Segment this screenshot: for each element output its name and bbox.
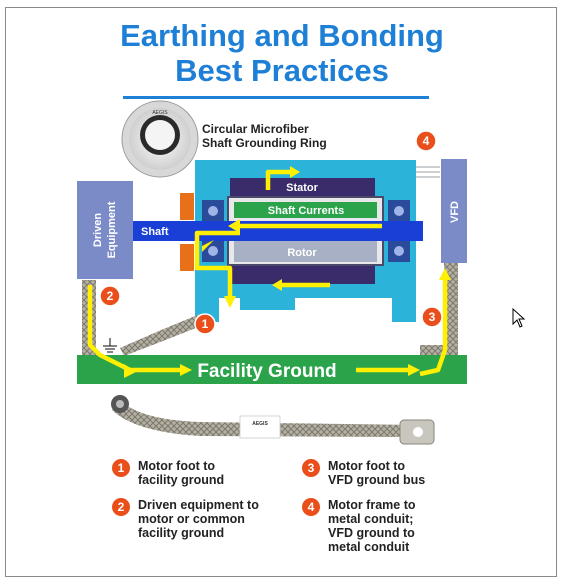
title-line-1: Earthing and Bonding [120,18,444,53]
stator-label: Stator [286,182,319,194]
driven-label-line-1: Driven [92,213,104,248]
legend-item-4: 4 Motor frame to metal conduit; VFD grou… [302,498,416,554]
badge-4: 4 [415,130,437,152]
vfd-box [441,159,467,263]
title-line-2: Best Practices [175,53,389,88]
legend-text-4: Motor frame to metal conduit; VFD ground… [328,498,416,554]
ring-brand-text: AEGIS [152,110,168,116]
shaft-label: Shaft [141,226,169,238]
bonding-strap-image: AEGIS [111,395,435,445]
arrowheads [124,166,451,378]
ring-label-line-1: Circular Microfiber [202,122,309,136]
shaft-currents-band [234,202,377,218]
legend-text-1: Motor foot to facility ground [138,459,225,487]
svg-text:2: 2 [107,289,114,303]
driven-label-line-2: Equipment [106,201,118,258]
grounding-ring-image: AEGIS [121,100,199,178]
rotor-label: Rotor [287,247,317,259]
legend-text-3: Motor foot to VFD ground bus [328,459,426,487]
badge-1: 1 [194,313,216,335]
title-underline [123,96,429,99]
legend-item-1: 1 Motor foot to facility ground [112,459,224,487]
legend-badge-2: 2 [112,498,130,516]
legend-item-3: 3 Motor foot to VFD ground bus [302,459,425,487]
ground-symbol-icon [103,338,117,353]
svg-text:3: 3 [429,310,436,324]
legend-badge-1: 1 [112,459,130,477]
ring-mount-bottom [180,244,194,271]
current-path-arrows [87,169,448,377]
svg-text:4: 4 [423,134,430,148]
facility-ground-label: Facility Ground [197,361,336,382]
badge-3: 3 [421,306,443,328]
legend-badge-4: 4 [302,498,320,516]
legend-badge-3: 3 [302,459,320,477]
legend-item-2: 2 Driven equipment to motor or common fa… [112,498,259,540]
legend-text-2: Driven equipment to motor or common faci… [138,498,259,540]
badge-2: 2 [99,285,121,307]
vfd-label: VFD [449,201,461,223]
mouse-cursor-icon [512,308,526,328]
shaft-currents-label: Shaft Currents [268,205,344,217]
conduit-wires [414,166,440,178]
strap-brand-text: AEGIS [252,421,268,427]
rotor-band [234,240,377,262]
ring-label-line-2: Shaft Grounding Ring [202,136,327,150]
svg-text:1: 1 [202,317,209,331]
stator-bottom [230,266,375,284]
driven-equipment-box [77,181,133,279]
ring-mount-top [180,193,194,220]
